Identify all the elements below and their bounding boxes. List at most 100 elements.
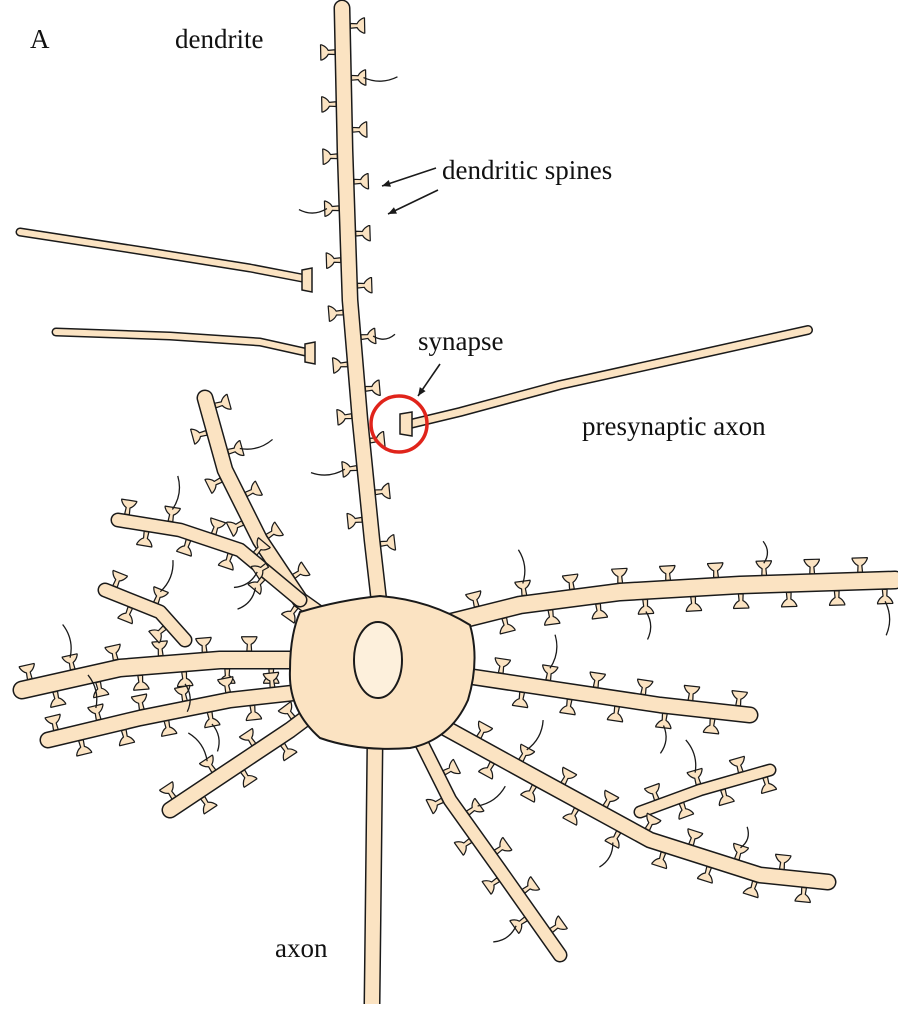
spine-shape [133,675,149,690]
dendritic-spine [683,685,700,701]
incoming-fiber-upper [20,232,302,278]
dendritic-spines-label: dendritic spines [442,157,612,184]
dendritic-spine [612,568,628,583]
dendritic-spine [795,887,812,903]
dendritic-spine [512,691,529,707]
spine-shape [591,603,608,619]
dendrite-branch-axon [372,740,375,1004]
spine-filament [172,476,179,510]
dendrite-branch-lB-fill [105,590,185,640]
spine-shape [829,591,845,606]
dendritic-spine [543,609,560,625]
spine-shape [560,698,577,714]
spine-filaments [63,77,890,942]
dendritic-spine [563,574,580,590]
presynaptic-terminal [400,412,412,436]
dendritic-spine [541,665,558,681]
dendritic-spine [781,592,797,607]
spine-shape [636,679,653,695]
spine-shape [512,691,529,707]
dendritic-spine [733,594,749,609]
spine-shape [356,226,371,242]
dendritic-spine [321,45,336,60]
dendritic-spine [588,672,605,688]
spine-filament [63,625,72,658]
spine-shape [607,706,624,722]
spine-filament [740,827,748,848]
dendritic-spine [365,380,380,396]
spine-shape [357,278,372,294]
dendrite-branch-rLb [640,770,770,812]
spine-filament [550,635,557,669]
dendritic-spine [357,278,372,294]
spine-filament [240,439,273,449]
dendritic-spine [328,305,343,321]
spine-shape [322,97,337,112]
dendritic-spine [342,460,358,477]
spine-filament [363,77,397,81]
dendritic-spine [852,558,868,573]
dendritic-spine [708,563,724,578]
spine-filament [599,843,612,868]
spine-filament [238,588,256,610]
dendrite-branch-rM-fill [460,675,750,715]
spine-shape [152,641,168,656]
spine-shape [375,483,391,500]
spine-shape [321,45,336,60]
dendritic-spine [686,596,702,611]
spine-shape [795,887,812,903]
spine-shape [683,685,700,701]
spine-shape [323,149,338,165]
dendritic-spine [354,174,369,190]
axon-label: axon [275,935,327,962]
spine-shape [347,512,363,529]
spine-shape [326,253,341,269]
synapse-label: synapse [418,328,503,355]
dendritic-spine [242,637,257,651]
spine-filament [373,334,395,339]
spine-filament [518,550,524,584]
dendritic-spine [829,591,845,606]
spine-shape [612,568,628,583]
spine-shape [660,566,676,581]
dendritic-spine [493,658,510,674]
incoming-fiber-lower [56,332,305,352]
spine-shape [350,18,365,33]
spine-shape [543,609,560,625]
spine-filament [478,786,506,806]
spine-filament [646,612,651,640]
dendritic-spine [196,637,212,652]
spine-arrow-lower-line [388,190,438,214]
spine-shape [196,637,212,652]
dendritic-spine [774,854,791,870]
spine-shape [563,574,580,590]
dendritic-spine [703,718,720,734]
dendrite-branch-ulA [205,398,335,625]
spine-shape [733,594,749,609]
synapse-arrow-head [418,387,426,396]
spine-arrow-upper-head [382,180,391,187]
spine-shape [242,637,257,651]
dendrite-branch-rU-fill [440,580,895,625]
dendritic-spine [731,691,748,707]
dendritic-spine [660,566,676,581]
spine-shape [493,658,510,674]
dendrite-branch-axon-fill [372,740,375,1004]
panel-label: A [30,26,50,53]
dendritic-spine [323,149,338,165]
dendritic-spine [322,97,337,112]
dendritic-spine [636,679,653,695]
spine-shape [774,854,791,870]
spine-filament [493,926,516,942]
dendritic-spine [133,675,149,690]
dendrite-label: dendrite [175,26,263,53]
label-arrows [382,168,440,396]
spine-shape [342,460,358,477]
dendrite-branch-rU [440,580,895,625]
dendrite-branch-ulA-fill [205,398,335,625]
dendritic-spine [352,122,367,137]
spine-shape [731,691,748,707]
incoming-axon-fibers [20,232,315,364]
